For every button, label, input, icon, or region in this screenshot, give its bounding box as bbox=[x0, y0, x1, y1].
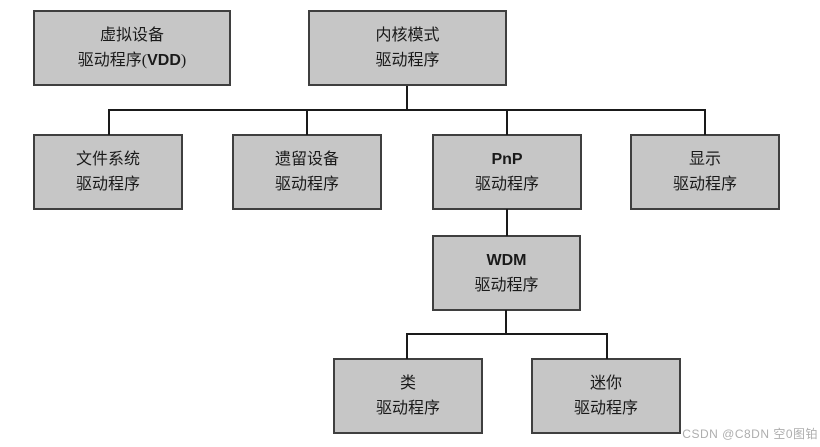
node-label-line1: 内核模式 bbox=[375, 23, 439, 48]
label-part: 驱动程序( bbox=[77, 52, 148, 69]
label-part: 驱动程序 bbox=[474, 176, 539, 193]
node-label-line2: 驱动程序 bbox=[475, 172, 539, 197]
node-label-line1: WDM bbox=[487, 248, 527, 273]
connector-stub-class bbox=[406, 333, 408, 359]
label-part: 驱动程序 bbox=[672, 176, 737, 193]
node-label-line2: 驱动程序(VDD) bbox=[78, 48, 186, 73]
connector-stub-filesystem bbox=[108, 109, 110, 135]
node-class-driver: 类 驱动程序 bbox=[333, 358, 483, 434]
csdn-watermark: CSDN @C8DN 空0图铂 bbox=[682, 427, 818, 441]
node-label-line2: 驱动程序 bbox=[673, 172, 737, 197]
label-part: 文件系统 bbox=[75, 151, 140, 168]
node-legacy-device-driver: 遗留设备 驱动程序 bbox=[232, 134, 382, 210]
label-part: 虚拟设备 bbox=[99, 27, 164, 44]
node-label-line2: 驱动程序 bbox=[574, 396, 638, 421]
connector-stub-pnp bbox=[506, 109, 508, 135]
connector-kernel-down bbox=[406, 86, 408, 111]
node-wdm-driver: WDM 驱动程序 bbox=[432, 235, 581, 311]
node-kernel-mode-driver: 内核模式 驱动程序 bbox=[308, 10, 507, 86]
label-part: ) bbox=[180, 52, 187, 69]
node-label-line1: 显示 bbox=[689, 147, 721, 172]
label-part: 驱动程序 bbox=[274, 176, 339, 193]
node-label-line2: 驱动程序 bbox=[375, 48, 439, 73]
label-part: 驱动程序 bbox=[573, 400, 638, 417]
connector-stub-mini bbox=[606, 333, 608, 359]
label-part: 驱动程序 bbox=[474, 277, 539, 294]
node-label-line1: 遗留设备 bbox=[275, 147, 339, 172]
node-label-line1: 类 bbox=[400, 371, 416, 396]
label-part: VDD bbox=[147, 52, 181, 69]
node-display-driver: 显示 驱动程序 bbox=[630, 134, 780, 210]
connector-rail-row4 bbox=[406, 333, 608, 335]
node-label-line1: 虚拟设备 bbox=[100, 23, 164, 48]
label-part: 驱动程序 bbox=[375, 52, 440, 69]
label-part: 类 bbox=[399, 375, 416, 392]
node-file-system-driver: 文件系统 驱动程序 bbox=[33, 134, 183, 210]
label-part: 显示 bbox=[688, 151, 721, 168]
node-label-line1: 文件系统 bbox=[76, 147, 140, 172]
node-label-line2: 驱动程序 bbox=[76, 172, 140, 197]
label-part: 驱动程序 bbox=[375, 400, 440, 417]
label-part: 驱动程序 bbox=[75, 176, 140, 193]
label-part: 遗留设备 bbox=[274, 151, 339, 168]
node-label-line2: 驱动程序 bbox=[376, 396, 440, 421]
node-virtual-device-driver: 虚拟设备 驱动程序(VDD) bbox=[33, 10, 231, 86]
label-part: 迷你 bbox=[589, 375, 622, 392]
connector-pnp-wdm bbox=[506, 209, 508, 236]
node-pnp-driver: PnP 驱动程序 bbox=[432, 134, 582, 210]
node-label-line1: PnP bbox=[491, 147, 522, 172]
connector-stub-legacy bbox=[306, 109, 308, 135]
label-part: PnP bbox=[491, 151, 523, 168]
connector-rail-row2 bbox=[108, 109, 706, 111]
connector-wdm-down bbox=[505, 310, 507, 335]
node-mini-driver: 迷你 驱动程序 bbox=[531, 358, 681, 434]
node-label-line2: 驱动程序 bbox=[474, 273, 538, 298]
label-part: 内核模式 bbox=[375, 27, 440, 44]
node-label-line1: 迷你 bbox=[590, 371, 622, 396]
node-label-line2: 驱动程序 bbox=[275, 172, 339, 197]
connector-stub-display bbox=[704, 109, 706, 135]
label-part: WDM bbox=[486, 252, 527, 269]
